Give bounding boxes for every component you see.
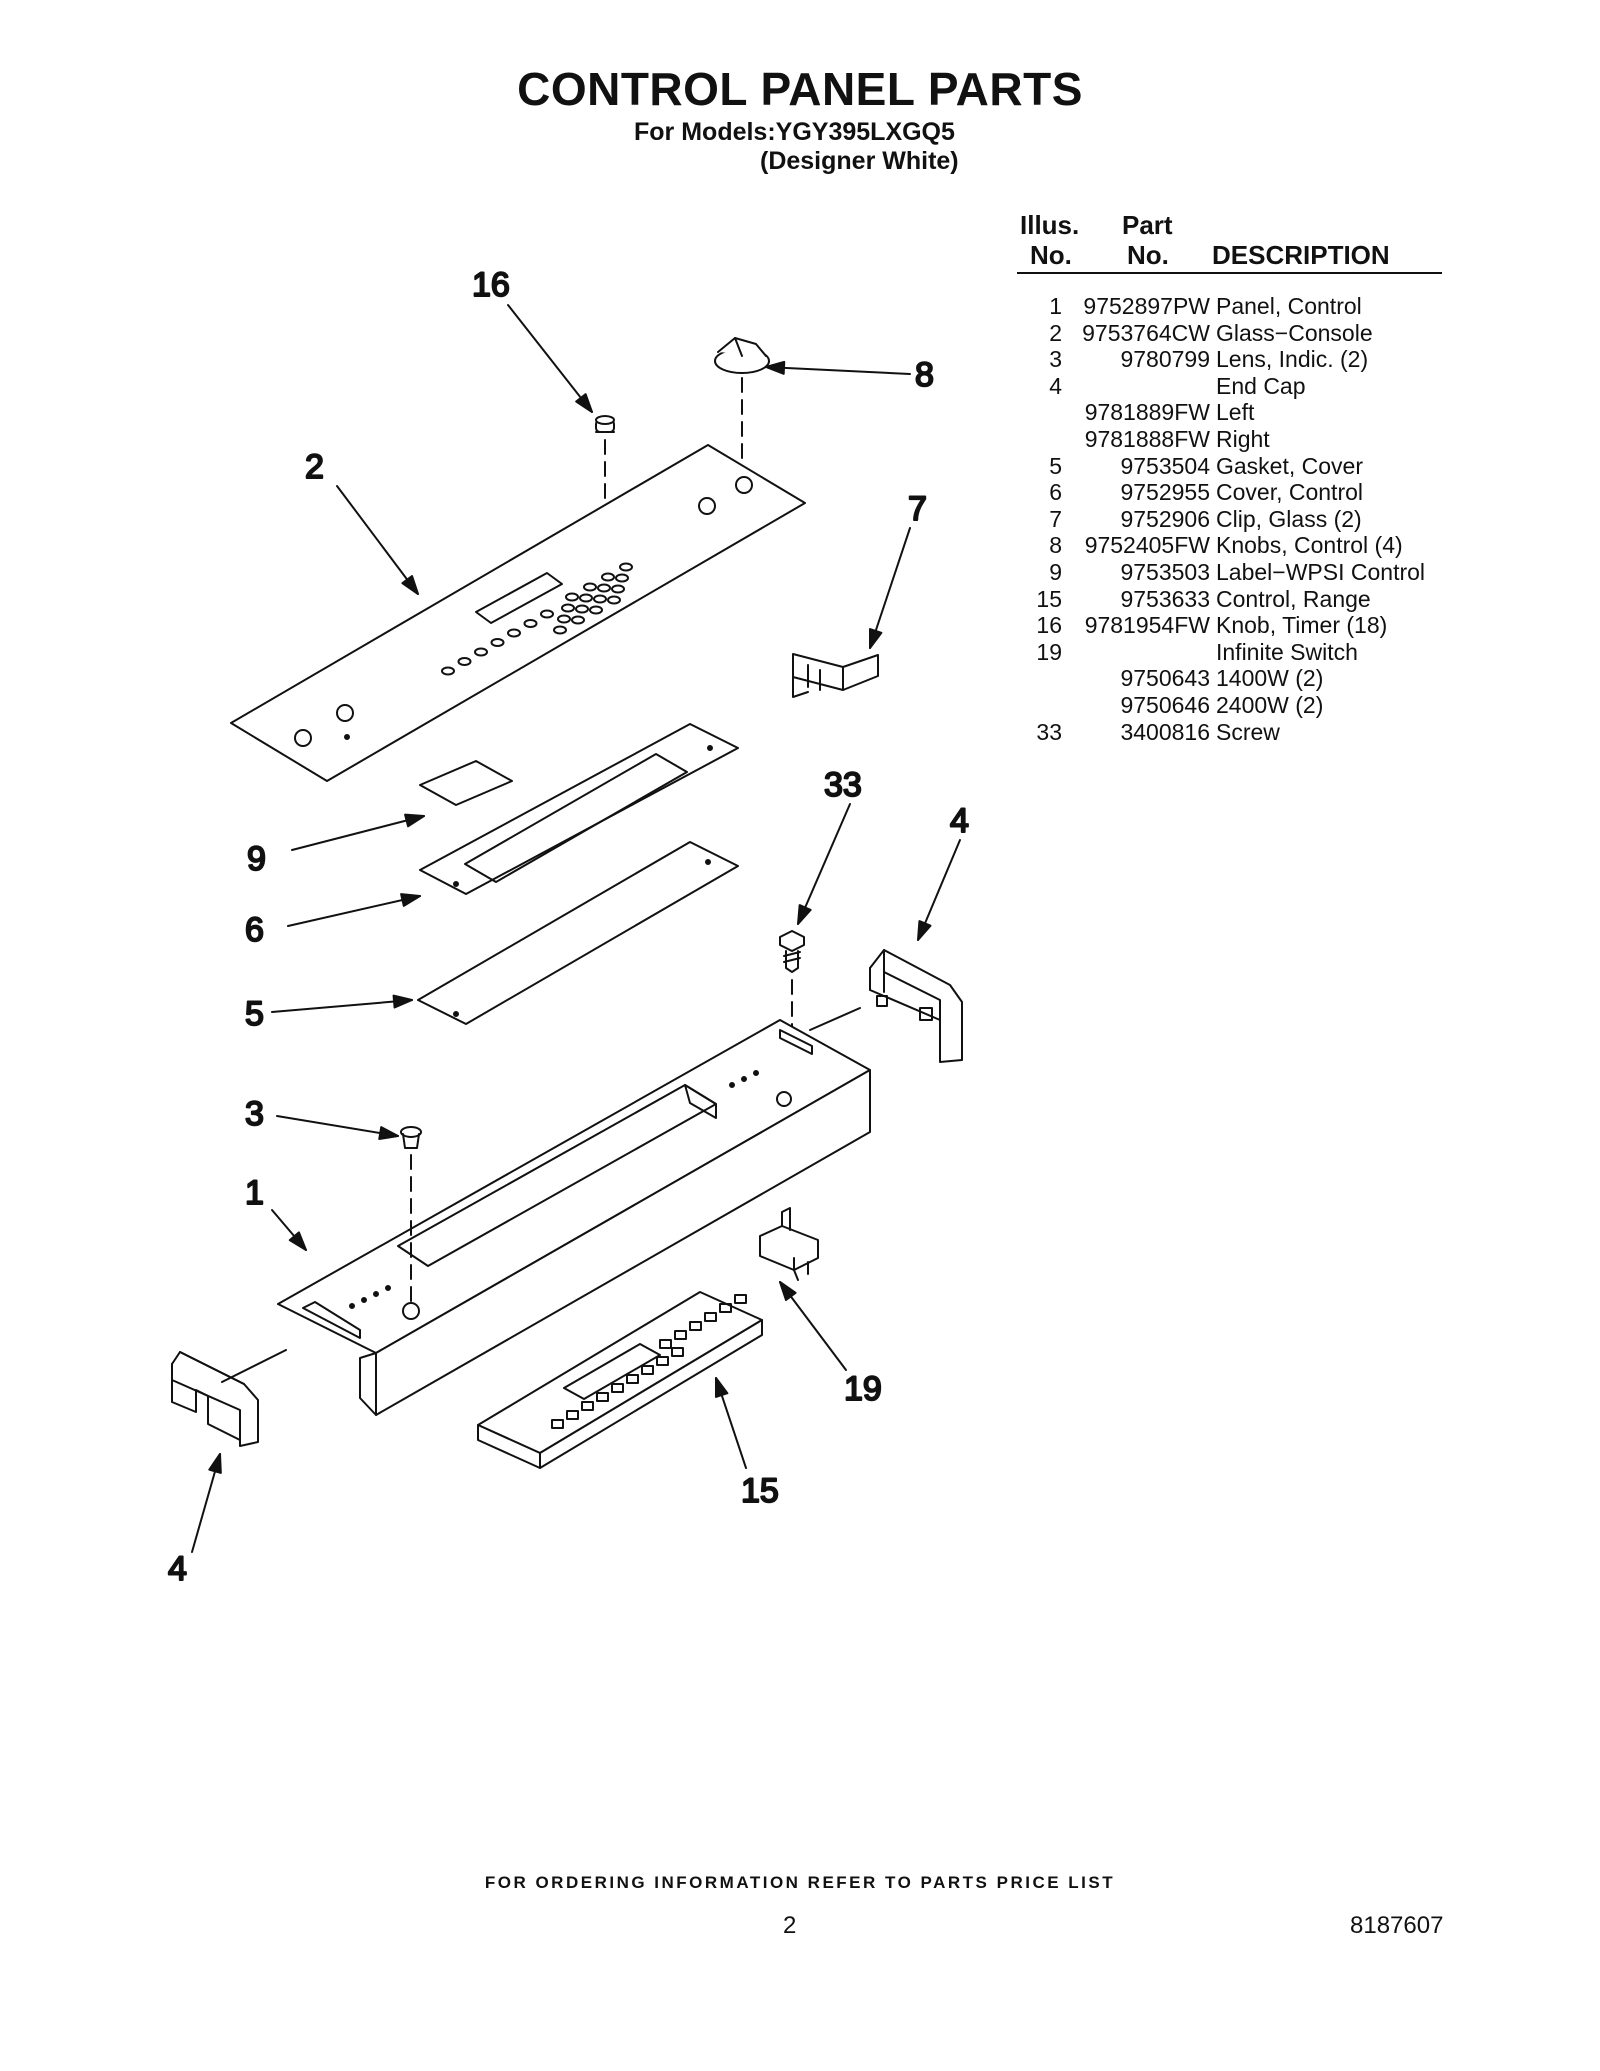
illus-number: 5 [1049,452,1062,479]
part-glass-clip [792,653,879,698]
part-description: Knobs, Control (4) [1216,532,1403,559]
part-number: 9752897PW [1083,293,1210,319]
part-number: 9781889FW [1084,399,1210,426]
models-line: For Models:YGY395LXGQ5 [634,118,955,146]
part-description: End Cap [1216,372,1306,399]
part-label [419,760,513,806]
leader-endcap-left-line [221,1349,287,1383]
part-number: 3400816 [1120,718,1210,745]
part-cover-control [419,723,739,895]
part-lens [400,1126,422,1149]
callout-8: 8 [915,356,934,394]
illus-number: 3 [1049,346,1062,373]
part-range-control [477,1291,763,1469]
header-description: DESCRIPTION [1212,240,1390,270]
page-title: CONTROL PANEL PARTS [517,63,1083,115]
callout-3: 3 [245,1095,264,1133]
part-end-cap-right [869,949,963,1063]
illus-number: 16 [1036,612,1062,639]
part-end-cap-left [171,1351,259,1447]
part-description: Panel, Control [1216,293,1362,319]
callout-15: 15 [741,1472,779,1510]
header-illus-bottom: No. [1030,240,1072,270]
illus-number: 4 [1049,372,1062,399]
part-description: Lens, Indic. (2) [1216,346,1369,373]
part-number: 9752955 [1120,479,1210,506]
part-description: Gasket, Cover [1216,452,1363,479]
illus-number: 8 [1049,532,1062,559]
callout-9: 9 [247,840,266,878]
illus-number: 7 [1049,505,1062,532]
part-description: Knob, Timer (18) [1216,612,1388,639]
part-number: 9781888FW [1084,426,1210,452]
callout-19: 19 [844,1370,882,1408]
illus-number: 33 [1036,718,1062,745]
callout-6: 6 [245,911,264,949]
part-description: 2400W (2) [1216,692,1324,718]
part-description: Left [1216,399,1255,426]
header-part-top: Part [1122,210,1173,240]
ordering-note: FOR ORDERING INFORMATION REFER TO PARTS … [484,1873,1116,1892]
part-number: 9752405FW [1084,532,1210,559]
document-number: 8187607 [1350,1912,1444,1939]
part-knob-control [714,337,770,374]
illus-number: 19 [1036,638,1062,665]
part-knob-timer [595,415,615,433]
part-description: Screw [1216,718,1280,745]
table-header-rule [1017,272,1442,274]
part-number: 9753633 [1120,585,1210,612]
part-description: Control, Range [1216,585,1371,612]
callout-2: 2 [305,448,324,486]
callout-4-right: 4 [950,802,969,840]
part-number: 9781954FW [1084,612,1210,639]
leader-endcap-right-line [809,1007,861,1031]
illus-number: 2 [1049,319,1062,346]
variant-line: (Designer White) [760,147,959,175]
page-number: 2 [783,1912,797,1939]
part-description: Label−WPSI Control [1216,559,1426,585]
part-description: Infinite Switch [1216,638,1358,665]
header-illus-top: Illus. [1020,210,1080,240]
illus-number: 15 [1036,585,1062,612]
part-infinite-switch [759,1207,819,1281]
part-number: 9753504 [1120,452,1210,479]
part-number: 9753764CW [1082,319,1210,346]
callout-16: 16 [472,266,510,304]
illus-number: 6 [1049,479,1062,506]
part-description: Right [1216,426,1270,452]
part-control-panel [277,1019,871,1416]
part-number: 9750643 [1120,665,1210,692]
illus-number: 1 [1049,293,1062,319]
part-number: 9752906 [1120,505,1210,532]
part-number: 9780799 [1120,346,1210,373]
part-description: Cover, Control [1216,479,1364,506]
callout-1: 1 [245,1174,264,1212]
part-description: Glass−Console [1216,319,1373,346]
callout-arrows [191,304,961,1553]
part-glass-console [230,444,806,782]
part-screw [779,930,805,973]
part-description: Clip, Glass (2) [1216,505,1362,532]
part-description: 1400W (2) [1216,665,1324,692]
illus-number: 9 [1049,559,1062,585]
header-part-bottom: No. [1127,240,1169,270]
callout-4-left: 4 [168,1550,187,1588]
part-gasket [417,841,739,1025]
part-number: 9753503 [1120,559,1210,585]
part-number: 9750646 [1120,692,1210,718]
callout-33: 33 [824,766,862,804]
callout-5: 5 [245,995,264,1033]
callout-7: 7 [908,490,927,528]
